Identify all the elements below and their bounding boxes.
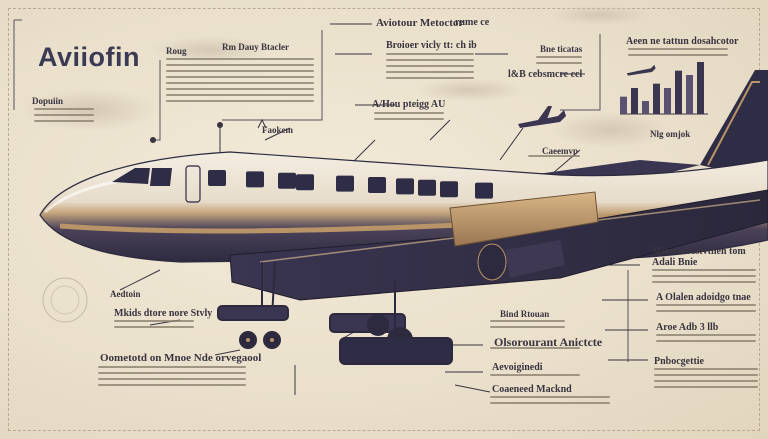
label-bottom-left-1: Aedtoin <box>110 289 141 299</box>
chart-bar <box>620 96 627 114</box>
bracket-line <box>13 19 22 110</box>
text-block <box>386 53 474 83</box>
label-top-center: Aviotour Metoctor <box>376 17 464 29</box>
cabin-window <box>418 179 436 196</box>
connector-dot <box>217 122 223 128</box>
label-fuselage: Faokem <box>262 125 293 135</box>
text-block <box>114 320 194 332</box>
label-center-small: A/Hou pteigg AU <box>372 99 446 110</box>
bracket-line <box>560 34 601 111</box>
label-right-5: Pnbocgettie <box>654 356 704 367</box>
text-block <box>166 58 314 106</box>
gauge-circle <box>42 277 88 323</box>
label-center-bottom-4: Coaeneed Macknd <box>492 384 572 395</box>
landing-gear-front <box>217 261 289 349</box>
label-mid-small-right: Bne ticatas <box>540 44 583 54</box>
label-right-small: Nlg omjok <box>650 129 691 139</box>
text-block <box>490 396 610 408</box>
text-block <box>98 366 246 390</box>
label-bottom-left-3: Oometotd on Mnoe Nde orvegaool <box>100 352 262 364</box>
cabin-window <box>208 170 226 186</box>
connector-dot <box>150 137 156 143</box>
label-top-center-suffix: rume ce <box>455 17 490 28</box>
text-block <box>654 368 758 392</box>
chart-bar <box>697 62 704 114</box>
chart-bar <box>631 88 638 114</box>
label-right-3: A Olalen adoidgo tnae <box>656 292 751 303</box>
label-bottom-left-2: Mkids dtore nore Stvly <box>114 308 213 319</box>
cabin-window <box>246 171 264 188</box>
label-under-title: Dopuiin <box>32 96 64 106</box>
chart-bar <box>653 83 660 114</box>
text-block <box>34 108 94 126</box>
label-box-header: Rm Dauy Btacler <box>222 42 289 52</box>
text-block <box>490 374 580 380</box>
bracket-line <box>222 30 323 121</box>
tail-fin <box>700 70 768 180</box>
text-block <box>656 334 756 346</box>
arrow-icon <box>257 118 267 129</box>
text-block <box>490 347 580 353</box>
text-block <box>652 269 756 287</box>
label-center-bottom-2: Olsorourant Anictcte <box>494 335 603 349</box>
bar-chart <box>620 62 708 115</box>
small-plane-icon <box>518 106 566 128</box>
cockpit-window <box>112 168 150 184</box>
cabin-window <box>475 182 493 199</box>
cloud <box>415 78 525 102</box>
label-mid-right-small: l&B cebsmcre ccl <box>508 69 583 80</box>
small-plane-icon <box>626 64 656 76</box>
label-box-prefix: Roug <box>166 46 187 56</box>
page-title: Aviiofin <box>38 42 140 72</box>
label-center-bottom-1: Bind Rtouan <box>500 309 550 319</box>
cabin-window <box>278 172 296 189</box>
label-top-right: Aeen ne tattun dosahcotor <box>626 36 739 47</box>
text-block <box>628 48 728 60</box>
chart-bar <box>642 101 649 114</box>
label-right-4: Aroe Adb 3 llb <box>656 322 719 333</box>
label-right-small2: Caeemvp <box>542 146 578 156</box>
chart-bar <box>675 70 682 114</box>
cloud <box>550 5 650 25</box>
text-block <box>536 56 582 68</box>
label-mid-header: Broioer vicly tt: ch ib <box>386 40 477 51</box>
cabin-window <box>396 178 414 195</box>
text-block <box>374 112 444 124</box>
cabin-windows <box>208 170 493 199</box>
landing-gear-rear <box>329 280 453 365</box>
engine-intake <box>477 243 507 281</box>
cloud <box>150 36 270 64</box>
text-block <box>656 304 756 316</box>
label-center-bottom-3: Aevoiginedi <box>492 362 543 373</box>
cabin-window <box>440 181 458 198</box>
door <box>185 165 201 203</box>
text-block <box>528 155 580 161</box>
text-block <box>490 320 565 332</box>
cockpit-window <box>150 168 172 186</box>
label-right-2: Adali Bnie <box>652 257 698 268</box>
cabin-window <box>368 177 386 193</box>
label-right-1: Mieor bvestvtnen tom <box>652 246 746 257</box>
chart-bar <box>686 75 693 114</box>
engine <box>449 191 599 247</box>
cloud <box>550 112 670 148</box>
chart-bar <box>664 88 671 114</box>
cabin-window <box>296 174 314 191</box>
cabin-window <box>336 175 354 192</box>
